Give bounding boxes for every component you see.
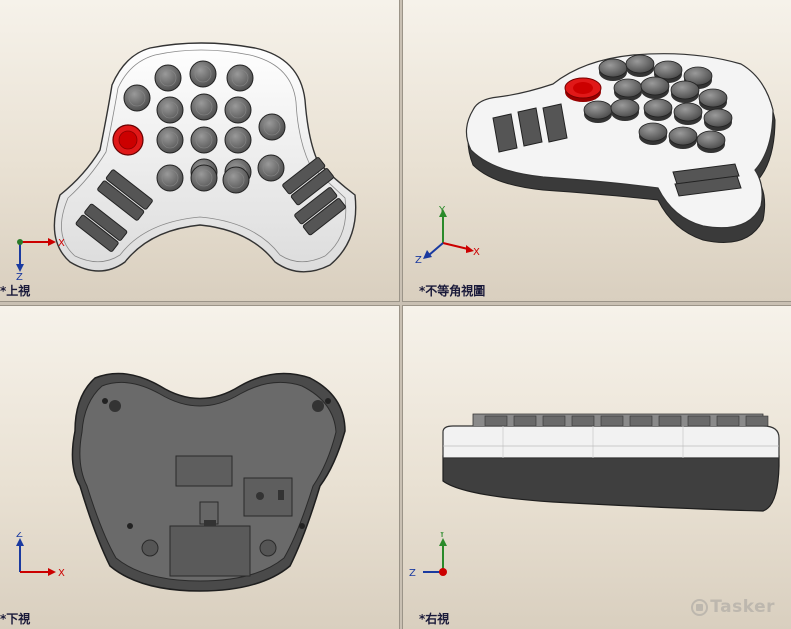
viewport-label-bottom: *下視 <box>0 612 31 626</box>
model-top-view[interactable] <box>0 0 400 302</box>
axis-z-label: Z <box>16 272 23 282</box>
viewport-label-right: *右視 <box>419 612 450 626</box>
axis-z-label: Z <box>16 532 23 540</box>
switch-recess <box>243 477 293 517</box>
viewport-right[interactable]: Y Z *右視 Tasker <box>402 305 791 629</box>
base-side <box>442 455 780 512</box>
viewport-label-top: *上視 <box>0 284 31 298</box>
axis-x-label: X <box>58 568 65 579</box>
watermark-text: Tasker <box>710 597 775 617</box>
viewport-isometric[interactable]: Y X Z *不等角視圖 <box>402 0 791 302</box>
viewport-label-isometric: *不等角視圖 <box>419 284 486 298</box>
label-recess <box>175 455 233 487</box>
body-side <box>442 425 780 459</box>
model-isometric-view[interactable] <box>403 0 791 302</box>
coordinate-triad-icon: Y Z <box>409 532 447 579</box>
axis-x-label: X <box>58 238 65 249</box>
coordinate-triad-icon: Z X <box>16 532 65 579</box>
viewport-bottom[interactable]: Z X *下視 <box>0 305 400 629</box>
axis-y-label: Y <box>438 205 446 216</box>
axis-y-label: Y <box>438 532 446 540</box>
axis-z-label: Z <box>415 255 422 265</box>
coordinate-triad-icon: Y X Z <box>415 205 480 265</box>
model-right-view[interactable] <box>403 306 791 629</box>
axis-z-label: Z <box>409 568 416 579</box>
tasker-watermark: Tasker <box>691 597 775 617</box>
battery-cover <box>169 525 251 577</box>
model-bottom-view[interactable] <box>0 306 400 629</box>
viewport-top[interactable]: X Z *上視 <box>0 0 400 302</box>
axis-x-label: X <box>473 247 480 258</box>
tasker-logo-icon <box>691 599 709 616</box>
coordinate-triad-icon: X Z <box>16 238 65 282</box>
